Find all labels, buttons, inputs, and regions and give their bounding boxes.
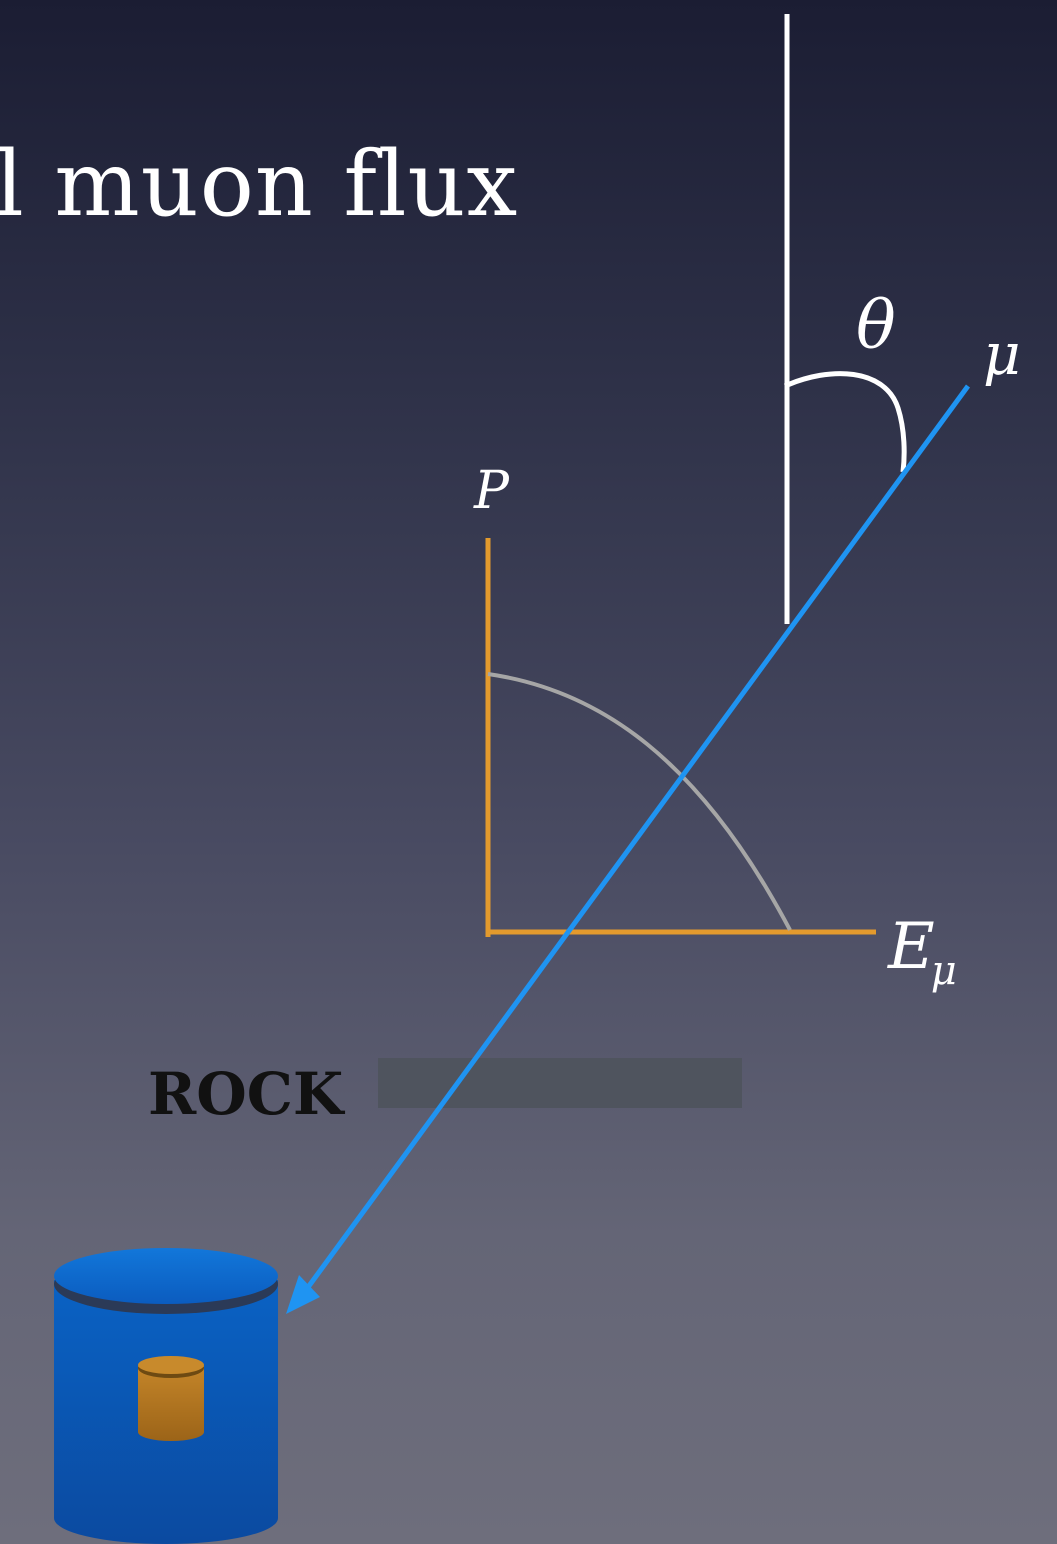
rock-slab [378,1058,742,1108]
zenith-angle-arc [783,371,907,473]
e-axis-label-main: E [887,910,935,984]
mu-label: μ [983,320,1021,388]
e-axis-label-sub: μ [931,948,957,994]
p-axis-label: P [473,461,510,521]
slide-title: l muon flux [0,132,519,237]
spectrum-curve [487,672,792,931]
theta-label: θ [856,287,896,364]
muon-track [303,384,971,1292]
inner-detector [138,1356,204,1441]
muon-arrowhead [286,1275,320,1314]
rock-label: ROCK [148,1060,346,1128]
e-axis-label: Eμ [887,910,957,994]
